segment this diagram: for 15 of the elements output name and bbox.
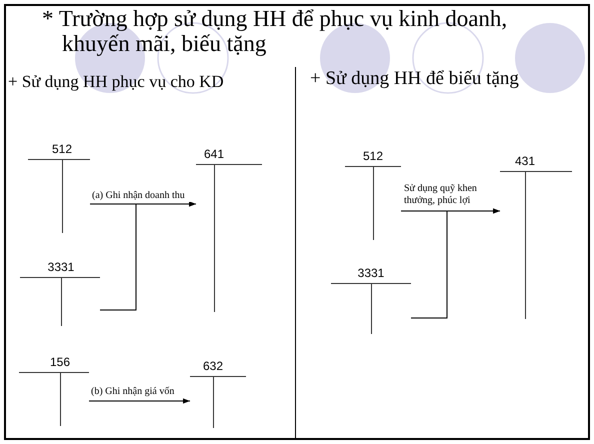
arrow bbox=[88, 398, 190, 404]
edge-label: (a) Ghi nhận doanh thu bbox=[92, 190, 194, 202]
account-number: 632 bbox=[202, 359, 224, 374]
account-number: 512 bbox=[50, 142, 74, 157]
account-number: 156 bbox=[48, 355, 72, 370]
slide-title: * Trường hợp sử dụng HH để phục vụ kinh doanh, khuyến mãi, biếu tặng bbox=[41, 6, 508, 56]
account-number: 431 bbox=[514, 154, 536, 169]
arrow bbox=[100, 201, 196, 310]
account-number: 3331 bbox=[46, 260, 76, 275]
account-number: 3331 bbox=[356, 266, 386, 281]
arrow bbox=[410, 208, 500, 318]
account-number: 512 bbox=[362, 149, 384, 164]
section-heading: + Sử dụng HH phục vụ cho KD bbox=[8, 72, 224, 92]
section-heading: + Sử dụng HH để biếu tặng bbox=[310, 68, 519, 90]
account-number: 641 bbox=[202, 147, 226, 162]
